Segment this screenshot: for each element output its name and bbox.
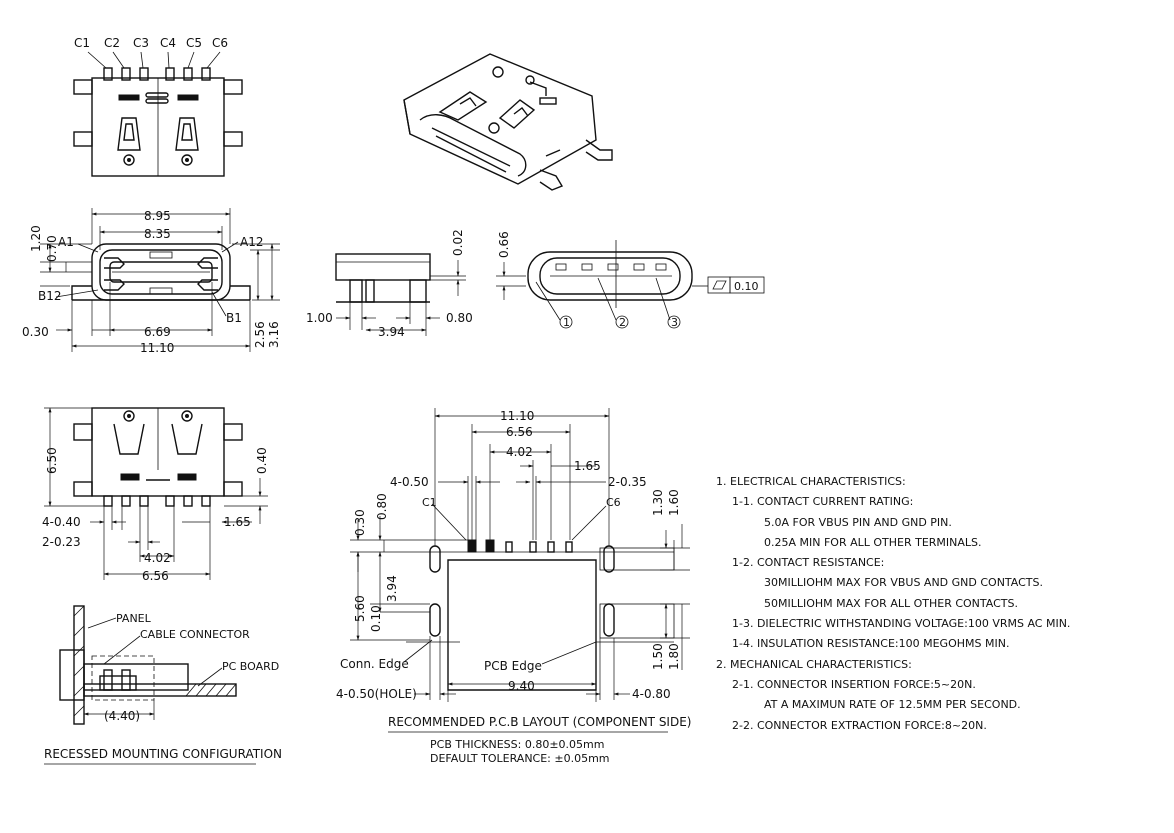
recessed-title: RECESSED MOUNTING CONFIGURATION <box>44 747 282 761</box>
top-view: C1 C2 C3 C4 C5 C6 <box>73 36 243 177</box>
pcb-dim-9-40: 9.40 <box>508 679 535 693</box>
pcb-dim-hole: 4-0.50(HOLE) <box>336 687 417 701</box>
recessed-mounting-view: PANEL CABLE CONNECTOR PC BOARD (4.40) RE… <box>44 605 282 765</box>
label-pcb-edge: PCB Edge <box>484 659 542 673</box>
pcb-dim-0-30: 0.30 <box>353 509 367 536</box>
pcb-layout-title: RECOMMENDED P.C.B LAYOUT (COMPONENT SIDE… <box>388 715 691 729</box>
note-line: 1-4. INSULATION RESISTANCE:100 MEGOHMS M… <box>732 637 1010 651</box>
dim-6-50: 6.50 <box>45 447 59 474</box>
contact-label-c4: C4 <box>160 36 176 50</box>
pcb-dim-11-10: 11.10 <box>500 409 534 423</box>
note-line: 30MILLIOHM MAX FOR VBUS AND GND CONTACTS… <box>764 576 1044 590</box>
pcb-dim-4x0-50: 4-0.50 <box>390 475 429 489</box>
dim-0-40: 0.40 <box>255 447 269 474</box>
balloon-1: 1 <box>563 316 570 329</box>
dim-0-70: 0.70 <box>45 235 59 262</box>
label-cable-connector: CABLE CONNECTOR <box>140 628 250 641</box>
pin-b1: B1 <box>226 311 242 325</box>
dim-0-80: 0.80 <box>446 311 473 325</box>
label-panel: PANEL <box>116 612 152 625</box>
pin-b12: B12 <box>38 289 62 303</box>
contact-label-c5: C5 <box>186 36 202 50</box>
note-line: 2-1. CONNECTOR INSERTION FORCE:5~20N. <box>732 677 976 691</box>
balloon-2: 2 <box>619 316 626 329</box>
pcb-dim-1-65: 1.65 <box>574 459 601 473</box>
pcb-dim-1-30: 1.30 <box>651 489 665 516</box>
pcb-dim-3-94: 3.94 <box>385 575 399 602</box>
note-line: 1-2. CONTACT RESISTANCE: <box>732 556 885 570</box>
dim-1-20: 1.20 <box>29 225 43 252</box>
dim-0-02: 0.02 <box>451 229 465 256</box>
note-line: 0.25A MIN FOR ALL OTHER TERMINALS. <box>764 535 982 549</box>
pcb-dim-5-60: 5.60 <box>353 595 367 622</box>
pin-a1: A1 <box>58 235 74 249</box>
dim-0-66: 0.66 <box>497 231 511 258</box>
pcb-dim-0-10: 0.10 <box>369 605 383 632</box>
pcb-label-c1: C1 <box>422 496 437 509</box>
dim-0-30: 0.30 <box>22 325 49 339</box>
note-line: 1-3. DIELECTRIC WITHSTANDING VOLTAGE:100… <box>732 617 1071 631</box>
pcb-dim-4x0-80: 4-0.80 <box>632 687 671 701</box>
dim-3-94: 3.94 <box>378 325 405 339</box>
contact-label-c2: C2 <box>104 36 120 50</box>
dim-4-02: 4.02 <box>144 551 171 565</box>
side-view: 0.02 1.00 3.94 0.80 <box>306 229 473 339</box>
pcb-dim-0-80: 0.80 <box>375 493 389 520</box>
dim-8-35: 8.35 <box>144 227 171 241</box>
dim-6-69: 6.69 <box>144 325 171 339</box>
pcb-label-c6: C6 <box>606 496 621 509</box>
end-view: 0.66 0.10 1 2 3 <box>496 231 765 329</box>
pcb-dim-4-02: 4.02 <box>506 445 533 459</box>
dim-11-10: 11.10 <box>140 341 174 355</box>
characteristics-notes: 1. ELECTRICAL CHARACTERISTICS: 1-1. CONT… <box>716 472 1156 736</box>
dim-2-56: 2.56 <box>253 321 267 348</box>
note-line: 1-1. CONTACT CURRENT RATING: <box>732 495 914 509</box>
pcb-dim-6-56: 6.56 <box>506 425 533 439</box>
dim-6-56: 6.56 <box>142 569 169 583</box>
front-view: 8.95 8.35 A1 A12 B12 B1 1.20 0.70 6.69 0… <box>22 208 281 355</box>
dim-1-65: 1.65 <box>224 515 251 529</box>
label-conn-edge: Conn. Edge <box>340 657 409 671</box>
dim-2x0-23: 2-0.23 <box>42 535 81 549</box>
dim-4-40: (4.40) <box>104 709 140 723</box>
pin-a12: A12 <box>240 235 263 249</box>
note-line: 50MILLIOHM MAX FOR ALL OTHER CONTACTS. <box>764 596 1018 610</box>
contact-label-c1: C1 <box>74 36 90 50</box>
pcb-thickness: PCB THICKNESS: 0.80±0.05mm <box>430 738 604 751</box>
contact-label-c3: C3 <box>133 36 149 50</box>
pcb-tolerance: DEFAULT TOLERANCE: ±0.05mm <box>430 752 610 765</box>
dim-3-16: 3.16 <box>267 321 281 348</box>
note-line: AT A MAXIMUN RATE OF 12.5MM PER SECOND. <box>764 698 1021 712</box>
pcb-dim-1-50: 1.50 <box>651 643 665 670</box>
dim-4x0-40: 4-0.40 <box>42 515 81 529</box>
pcb-layout-view: 11.10 6.56 4.02 1.65 4-0.50 2-0.35 C1 C6… <box>336 408 691 765</box>
label-pc-board: PC BOARD <box>222 660 279 673</box>
note-line: 5.0A FOR VBUS PIN AND GND PIN. <box>764 515 952 529</box>
pcb-dim-2x0-35: 2-0.35 <box>608 475 647 489</box>
isometric-view <box>403 53 613 191</box>
balloon-3: 3 <box>671 316 678 329</box>
contact-label-c6: C6 <box>212 36 228 50</box>
note-line: 2. MECHANICAL CHARACTERISTICS: <box>716 657 912 671</box>
note-line: 2-2. CONNECTOR EXTRACTION FORCE:8~20N. <box>732 718 987 732</box>
bottom-view: 6.50 0.40 4-0.40 2-0.23 1.65 4.02 6.56 <box>42 407 269 583</box>
note-line: 1. ELECTRICAL CHARACTERISTICS: <box>716 475 906 488</box>
pcb-dim-1-60: 1.60 <box>667 489 681 516</box>
flatness-tolerance: 0.10 <box>734 280 759 293</box>
dim-8-95: 8.95 <box>144 209 171 223</box>
pcb-dim-1-80: 1.80 <box>667 643 681 670</box>
dim-1-00: 1.00 <box>306 311 333 325</box>
